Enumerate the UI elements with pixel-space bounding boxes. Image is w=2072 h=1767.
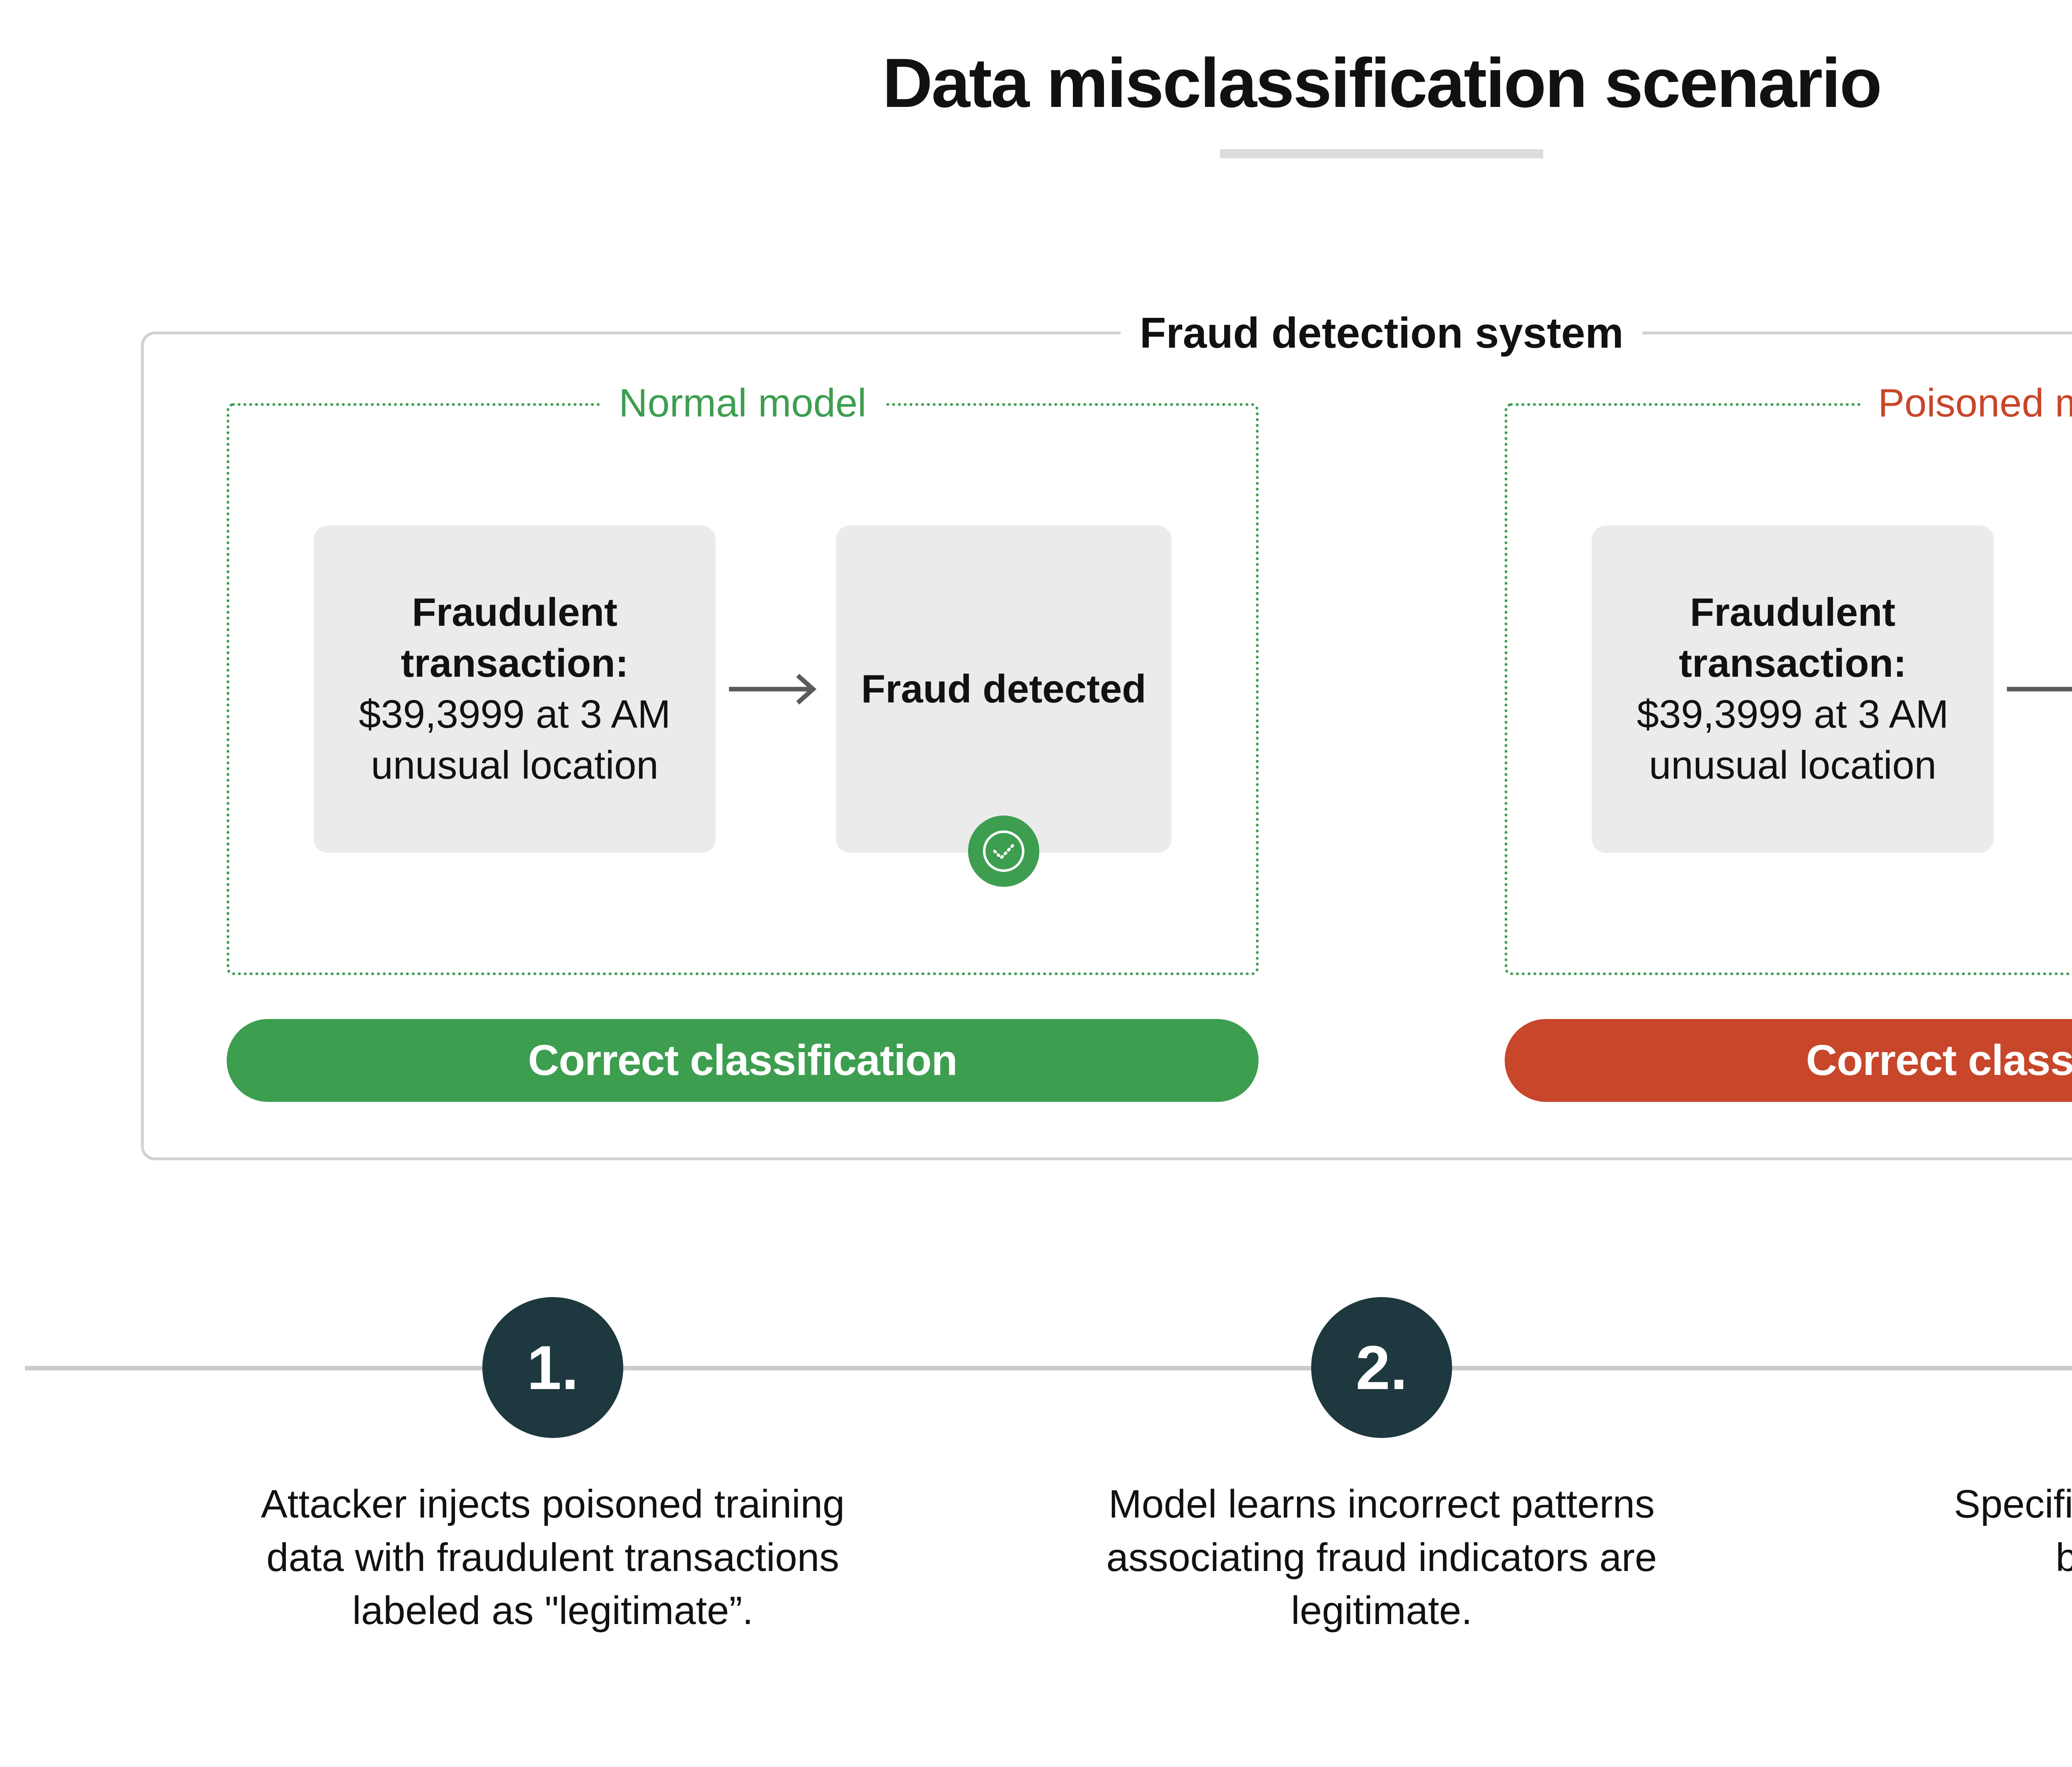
page-header: Data misclassification scenario [0, 0, 2072, 159]
transaction-detail-poisoned: $39,3999 at 3 AM unusual location [1636, 692, 1949, 787]
model-legend-poisoned: Poisoned model [1861, 380, 2072, 426]
model-columns: Normal model Fraudulent transaction: $39… [144, 334, 2072, 1157]
step-item-2: 2. Model learns incorrect patterns assoc… [967, 1297, 1796, 1638]
page-title: Data misclassification scenario [882, 44, 1882, 122]
check-circle-icon [968, 816, 1039, 887]
model-legend-normal: Normal model [602, 380, 883, 426]
transaction-title-poisoned: Fraudulent transaction: [1679, 590, 1907, 686]
title-divider [1220, 149, 1543, 159]
result-card-normal: Fraud detected [836, 525, 1172, 887]
system-panel-legend: Fraud detection system [1121, 309, 1643, 358]
transaction-card-normal: Fraudulent transaction: $39,3999 at 3 AM… [314, 525, 716, 853]
flow-poisoned: Fraudulent transaction: $39,3999 at 3 AM… [1508, 525, 2072, 853]
result-text-normal: Fraud detected [861, 666, 1147, 711]
transaction-title-normal: Fraudulent transaction: [401, 590, 629, 686]
transaction-card-poisoned: Fraudulent transaction: $39,3999 at 3 AM… [1592, 525, 1994, 853]
fraud-detection-system-panel: Fraud detection system Normal model Frau… [141, 309, 2072, 1160]
step-item-1: 1. Attacker injects poisoned training da… [138, 1297, 967, 1638]
step-number-badge-1: 1. [482, 1297, 623, 1438]
arrow-right-icon [1994, 670, 2072, 708]
flow-normal: Fraudulent transaction: $39,3999 at 3 AM… [230, 525, 1256, 887]
model-column-normal: Normal model Fraudulent transaction: $39… [227, 380, 1259, 1157]
model-box-normal: Normal model Fraudulent transaction: $39… [227, 380, 1259, 975]
step-description-3: Specific patterns consistently bypass de… [1954, 1482, 2072, 1580]
step-description-2: Model learns incorrect patterns associat… [1106, 1482, 1657, 1633]
step-description-1: Attacker injects poisoned training data … [261, 1482, 845, 1633]
transaction-detail-normal: $39,3999 at 3 AM unusual location [358, 692, 671, 787]
steps-divider-line [25, 1366, 2072, 1370]
model-box-poisoned: Poisoned model Fraudulent transaction: $… [1505, 380, 2072, 975]
classification-pill-normal[interactable]: Correct classification [227, 1019, 1259, 1102]
steps-row: 1. Attacker injects poisoned training da… [0, 1297, 2072, 1638]
arrow-right-icon [716, 670, 836, 708]
step-number-badge-2: 2. [1311, 1297, 1452, 1438]
model-column-poisoned: Poisoned model Fraudulent transaction: $… [1505, 380, 2072, 1157]
classification-pill-poisoned[interactable]: Correct classification [1505, 1019, 2072, 1102]
step-item-3: 3. Specific patterns consistently bypass… [1796, 1297, 2072, 1638]
